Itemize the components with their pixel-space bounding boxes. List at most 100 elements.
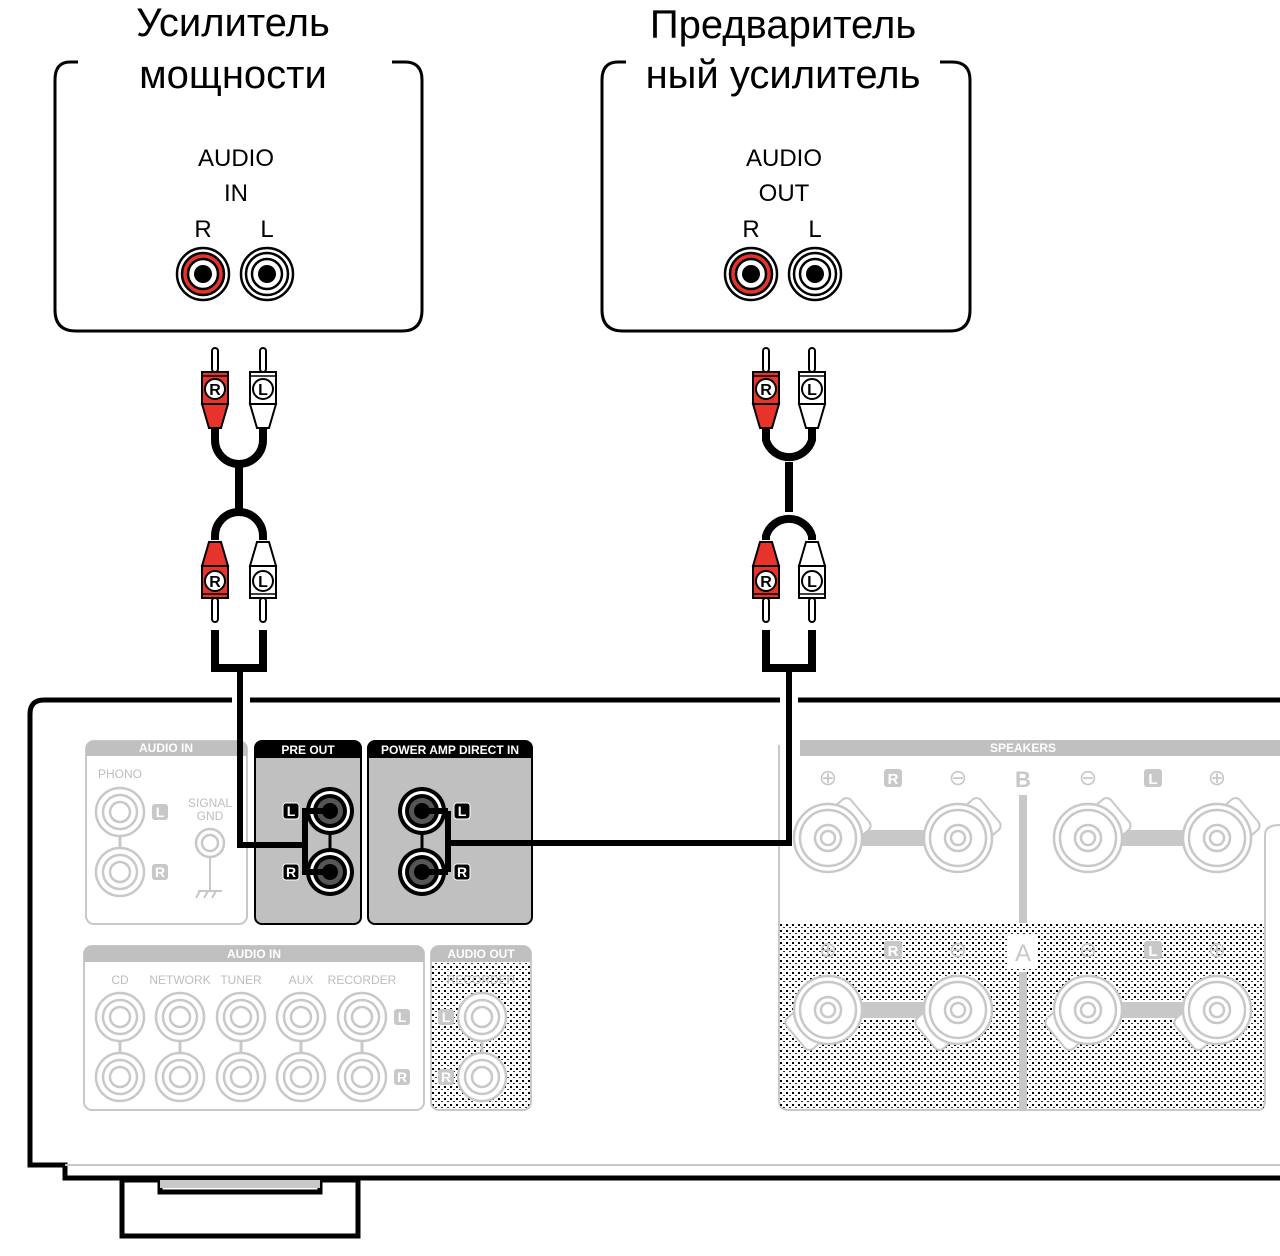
- terminal-hole: [1079, 829, 1097, 847]
- jack-ring: [101, 998, 139, 1036]
- terminal-ring: [1073, 995, 1103, 1025]
- plug-label-circle: [801, 570, 823, 592]
- gnd-label: GND: [197, 809, 224, 823]
- jack-hole: [742, 265, 760, 283]
- rca-plug-l[interactable]: L: [248, 541, 278, 623]
- badge-bg: [438, 1009, 454, 1025]
- badge-bg: [282, 863, 300, 881]
- rca-plug-l[interactable]: L: [248, 347, 278, 429]
- terminal-ring: [798, 980, 858, 1040]
- plug-pin: [259, 597, 267, 623]
- jack-ring: [161, 1058, 199, 1096]
- badge-bg: [1144, 769, 1162, 787]
- jack-hole: [350, 1005, 374, 1029]
- direction-label: IN: [224, 180, 248, 207]
- plug-pin: [808, 347, 816, 373]
- terminal-outer: [792, 802, 864, 874]
- terminal-ring: [928, 980, 988, 1040]
- network-r-jack: [154, 1051, 206, 1103]
- badge-label: R: [397, 1069, 407, 1085]
- rca-plug-l[interactable]: L: [797, 347, 827, 429]
- plus-icon: ⊕: [1208, 937, 1226, 962]
- terminal-ring: [813, 995, 843, 1025]
- audio-in-r-badge: R: [394, 1069, 410, 1085]
- jack-ring: [463, 1058, 501, 1096]
- badge-label: R: [457, 864, 467, 880]
- plug-taper: [200, 541, 230, 567]
- audio-label: AUDIO: [198, 145, 274, 172]
- signal-gnd-terminal: [194, 827, 226, 899]
- badge-bg: [152, 864, 168, 880]
- b-l-plus-terminal: [1181, 797, 1261, 874]
- input-label-aux: AUX: [289, 973, 314, 987]
- terminal-ring: [1202, 995, 1232, 1025]
- plug-label: R: [760, 382, 772, 399]
- audio-out-r-jack: [723, 246, 779, 302]
- badge-bg: [453, 863, 471, 881]
- channel-r-badge: R: [888, 771, 899, 788]
- recorder-l-jack: [336, 991, 388, 1043]
- terminal-outer: [1181, 974, 1253, 1046]
- terminal-ring: [1058, 808, 1118, 868]
- power-amp-title-line2: мощности: [139, 53, 327, 97]
- jack-ring: [101, 1058, 139, 1096]
- plug-pin: [762, 347, 770, 373]
- plug-taper: [248, 541, 278, 567]
- rca-plug-r[interactable]: R: [200, 347, 230, 429]
- audio-label: AUDIO: [746, 145, 822, 172]
- jack-hole: [289, 1065, 313, 1089]
- badge-bg: [394, 1009, 410, 1025]
- plug-taper: [751, 403, 781, 429]
- terminal-hole: [819, 1001, 837, 1019]
- plug-label: L: [258, 574, 268, 591]
- jack-ring: [282, 1058, 320, 1096]
- minus-icon: ⊖: [949, 765, 967, 790]
- cd-r-jack: [94, 1051, 146, 1103]
- speakers-a-label: A: [1015, 940, 1031, 967]
- signal-label: SIGNAL: [188, 796, 232, 810]
- preamp-title-line1: Предваритель: [650, 3, 916, 47]
- audio-out-l-badge: L: [438, 1009, 454, 1025]
- rca-plug-r[interactable]: R: [751, 541, 781, 623]
- badge-bg: [282, 802, 300, 820]
- terminal-outer: [922, 974, 994, 1046]
- terminal-outer: [792, 974, 864, 1046]
- rca-plug-l[interactable]: L: [797, 541, 827, 623]
- preamp-title-line2: ный усилитель: [646, 53, 921, 97]
- jack-hole: [470, 1005, 494, 1029]
- plug-pin: [259, 347, 267, 373]
- badge-bg: [438, 1069, 454, 1085]
- plug-taper: [797, 541, 827, 567]
- audio-out-section: AUDIO OUT RECORDER L R: [430, 945, 532, 1111]
- jack-hole: [289, 1005, 313, 1029]
- b-l-minus-terminal: [1052, 797, 1132, 874]
- jack-ring: [463, 998, 501, 1036]
- pre-out-header: PRE OUT: [281, 743, 335, 757]
- channel-l-label: L: [260, 216, 273, 243]
- terminal-ring: [798, 808, 858, 868]
- plus-icon: ⊕: [1208, 765, 1226, 790]
- terminal-ring: [928, 808, 988, 868]
- a-r-minus-terminal: [914, 974, 994, 1051]
- plug-label-circle: [204, 570, 226, 592]
- rca-plug-r[interactable]: R: [751, 347, 781, 429]
- minus-icon: ⊖: [1079, 765, 1097, 790]
- rca-plug-r[interactable]: R: [200, 541, 230, 623]
- plug-label: R: [209, 574, 221, 591]
- foot: [119, 1177, 361, 1239]
- badge-bg: [884, 769, 902, 787]
- badge-label: L: [458, 803, 467, 819]
- audio-in-header: AUDIO IN: [227, 947, 281, 961]
- jack-ring: [222, 998, 260, 1036]
- audio-out-r-badge: R: [438, 1069, 454, 1085]
- aux-r-jack: [275, 1051, 327, 1103]
- plug-label-circle: [801, 378, 823, 400]
- plug-taper: [200, 403, 230, 429]
- plug-taper: [797, 403, 827, 429]
- input-label-network: NETWORK: [149, 973, 210, 987]
- plug-label-circle: [204, 378, 226, 400]
- audio-out-header: AUDIO OUT: [447, 947, 515, 961]
- channel-r-label: R: [742, 216, 759, 243]
- plug-label: L: [807, 382, 817, 399]
